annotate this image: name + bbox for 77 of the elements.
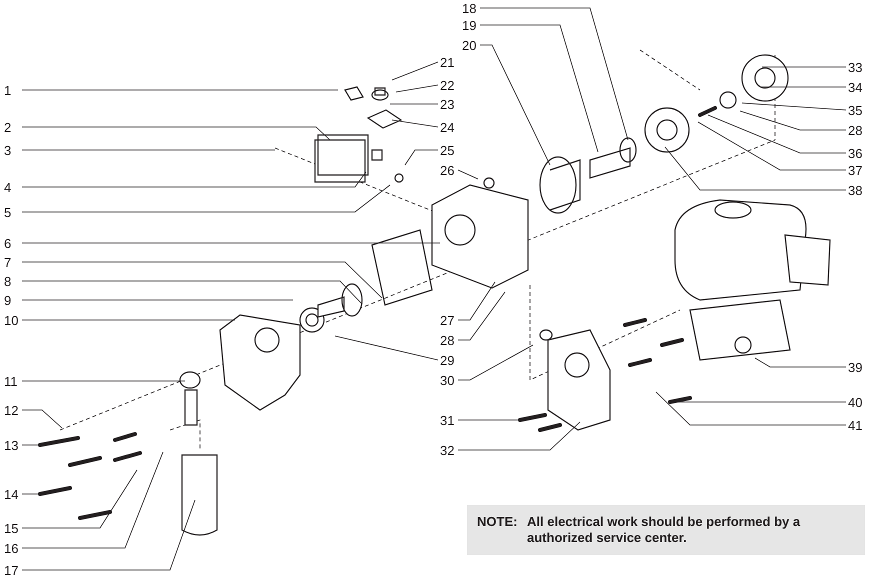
leader-line xyxy=(22,470,138,528)
leader-line xyxy=(458,344,534,380)
callout-number: 40 xyxy=(848,395,862,410)
callout-number: 25 xyxy=(440,143,454,158)
callout-number: 34 xyxy=(848,80,862,95)
leader-line xyxy=(458,292,506,340)
leader-line xyxy=(762,66,846,68)
leader-line xyxy=(22,184,390,212)
callout-number: 17 xyxy=(4,563,18,578)
callout-number: 5 xyxy=(4,205,12,220)
leader-line xyxy=(458,282,496,320)
callout-number: 37 xyxy=(848,163,862,178)
leader-line xyxy=(396,84,438,92)
callout-number: 41 xyxy=(848,418,862,433)
callout-number: 1 xyxy=(4,83,12,98)
callout-number: 39 xyxy=(848,360,862,375)
leader-line xyxy=(392,120,438,128)
callout-number: 8 xyxy=(4,274,12,289)
leader-line xyxy=(334,336,438,360)
leader-line xyxy=(754,358,846,368)
leader-line xyxy=(22,452,164,548)
callout-number: 4 xyxy=(4,180,12,195)
callout-number: 16 xyxy=(4,541,18,556)
callout-number: 26 xyxy=(440,163,454,178)
leader-line xyxy=(22,410,62,428)
callout-number: 23 xyxy=(440,97,454,112)
callout-number: 35 xyxy=(848,103,862,118)
leader-line xyxy=(656,392,846,426)
leader-line xyxy=(708,114,846,154)
callout-number: 22 xyxy=(440,78,454,93)
leader-line xyxy=(22,172,366,188)
leader-line xyxy=(22,242,440,244)
callout-number: 18 xyxy=(462,1,476,16)
leader-line xyxy=(664,146,846,190)
callout-number: 28 xyxy=(848,123,862,138)
leader-line xyxy=(480,24,598,152)
leader-line xyxy=(740,110,846,130)
leader-line xyxy=(22,500,196,570)
leader-line xyxy=(22,262,382,298)
callout-number: 7 xyxy=(4,255,12,270)
callout-number: 6 xyxy=(4,236,12,251)
leader-line xyxy=(698,122,846,170)
leader-line xyxy=(742,102,846,110)
leader-line xyxy=(760,86,846,88)
callout-number: 20 xyxy=(462,38,476,53)
leader-line xyxy=(22,126,330,140)
callout-number: 19 xyxy=(462,18,476,33)
callout-number: 10 xyxy=(4,313,18,328)
callout-number: 32 xyxy=(440,443,454,458)
leader-line xyxy=(392,62,438,80)
leader-line xyxy=(22,380,186,382)
callout-number: 2 xyxy=(4,120,12,135)
callout-number: 12 xyxy=(4,403,18,418)
callout-number: 9 xyxy=(4,293,12,308)
callout-number: 29 xyxy=(440,353,454,368)
callout-number: 28 xyxy=(440,333,454,348)
callout-number: 21 xyxy=(440,55,454,70)
note-text: All electrical work should be performed by a authorized service center. xyxy=(527,514,802,546)
leader-line xyxy=(480,44,550,166)
note-heading: NOTE: xyxy=(477,514,518,530)
leader-line xyxy=(458,422,580,450)
callout-number: 33 xyxy=(848,60,862,75)
leader-line xyxy=(458,170,478,180)
leader-line xyxy=(404,150,438,166)
callout-number: 38 xyxy=(848,183,862,198)
callout-number: 15 xyxy=(4,521,18,536)
callout-number: 36 xyxy=(848,146,862,161)
callout-number: 11 xyxy=(4,374,18,389)
callout-number: 24 xyxy=(440,120,454,135)
callout-number: 13 xyxy=(4,438,18,453)
leader-line xyxy=(480,8,628,140)
callout-number: 31 xyxy=(440,413,454,428)
callout-number: 27 xyxy=(440,313,454,328)
callout-number: 3 xyxy=(4,143,12,158)
callout-number: 30 xyxy=(440,373,454,388)
callout-number: 14 xyxy=(4,487,18,502)
leader-line xyxy=(22,280,362,304)
